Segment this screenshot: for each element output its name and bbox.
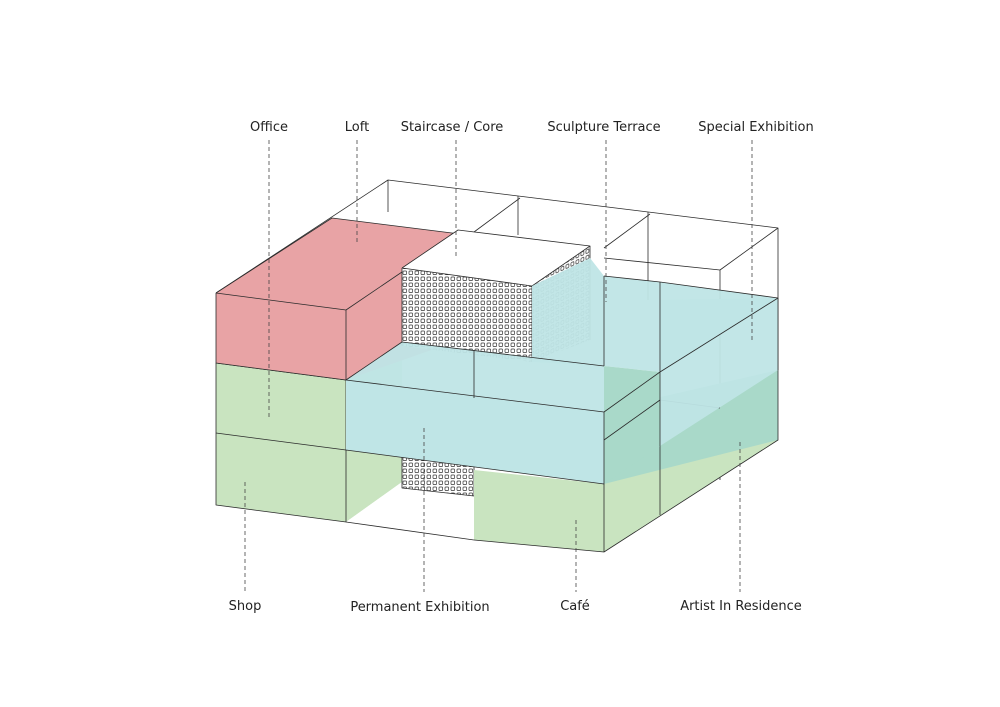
permanent-exhibition-side-face <box>604 372 660 484</box>
label-special-exhibition: Special Exhibition <box>698 120 814 135</box>
label-artist-in-residence: Artist In Residence <box>680 599 802 614</box>
label-sculpture-terrace: Sculpture Terrace <box>547 120 660 135</box>
permanent-exhibition-front-face <box>346 380 604 484</box>
permanent-exhibition-top-face <box>346 342 604 412</box>
cafe-block <box>473 370 779 553</box>
green-overlap-face <box>604 370 778 484</box>
shop-front-face <box>216 363 346 522</box>
label-cafe: Café <box>560 599 590 614</box>
leader-lines <box>244 140 753 592</box>
core-top-face <box>402 230 590 286</box>
cafe-front-face <box>474 470 604 552</box>
office-front-face <box>216 293 346 380</box>
exhibition-volumes <box>345 258 779 485</box>
special-exhibition-side-face <box>660 298 778 446</box>
core-lower-front-face <box>402 456 474 496</box>
label-loft: Loft <box>345 120 369 135</box>
label-shop: Shop <box>229 599 262 614</box>
label-staircase-core: Staircase / Core <box>401 120 504 135</box>
office-top-face <box>216 218 460 310</box>
core-front-face <box>402 268 532 362</box>
label-permanent-exhibition: Permanent Exhibition <box>350 600 489 615</box>
label-office: Office <box>250 120 288 135</box>
special-exhibition-top-face <box>532 258 778 372</box>
labels: Office Loft Staircase / Core Sculpture T… <box>229 120 814 615</box>
